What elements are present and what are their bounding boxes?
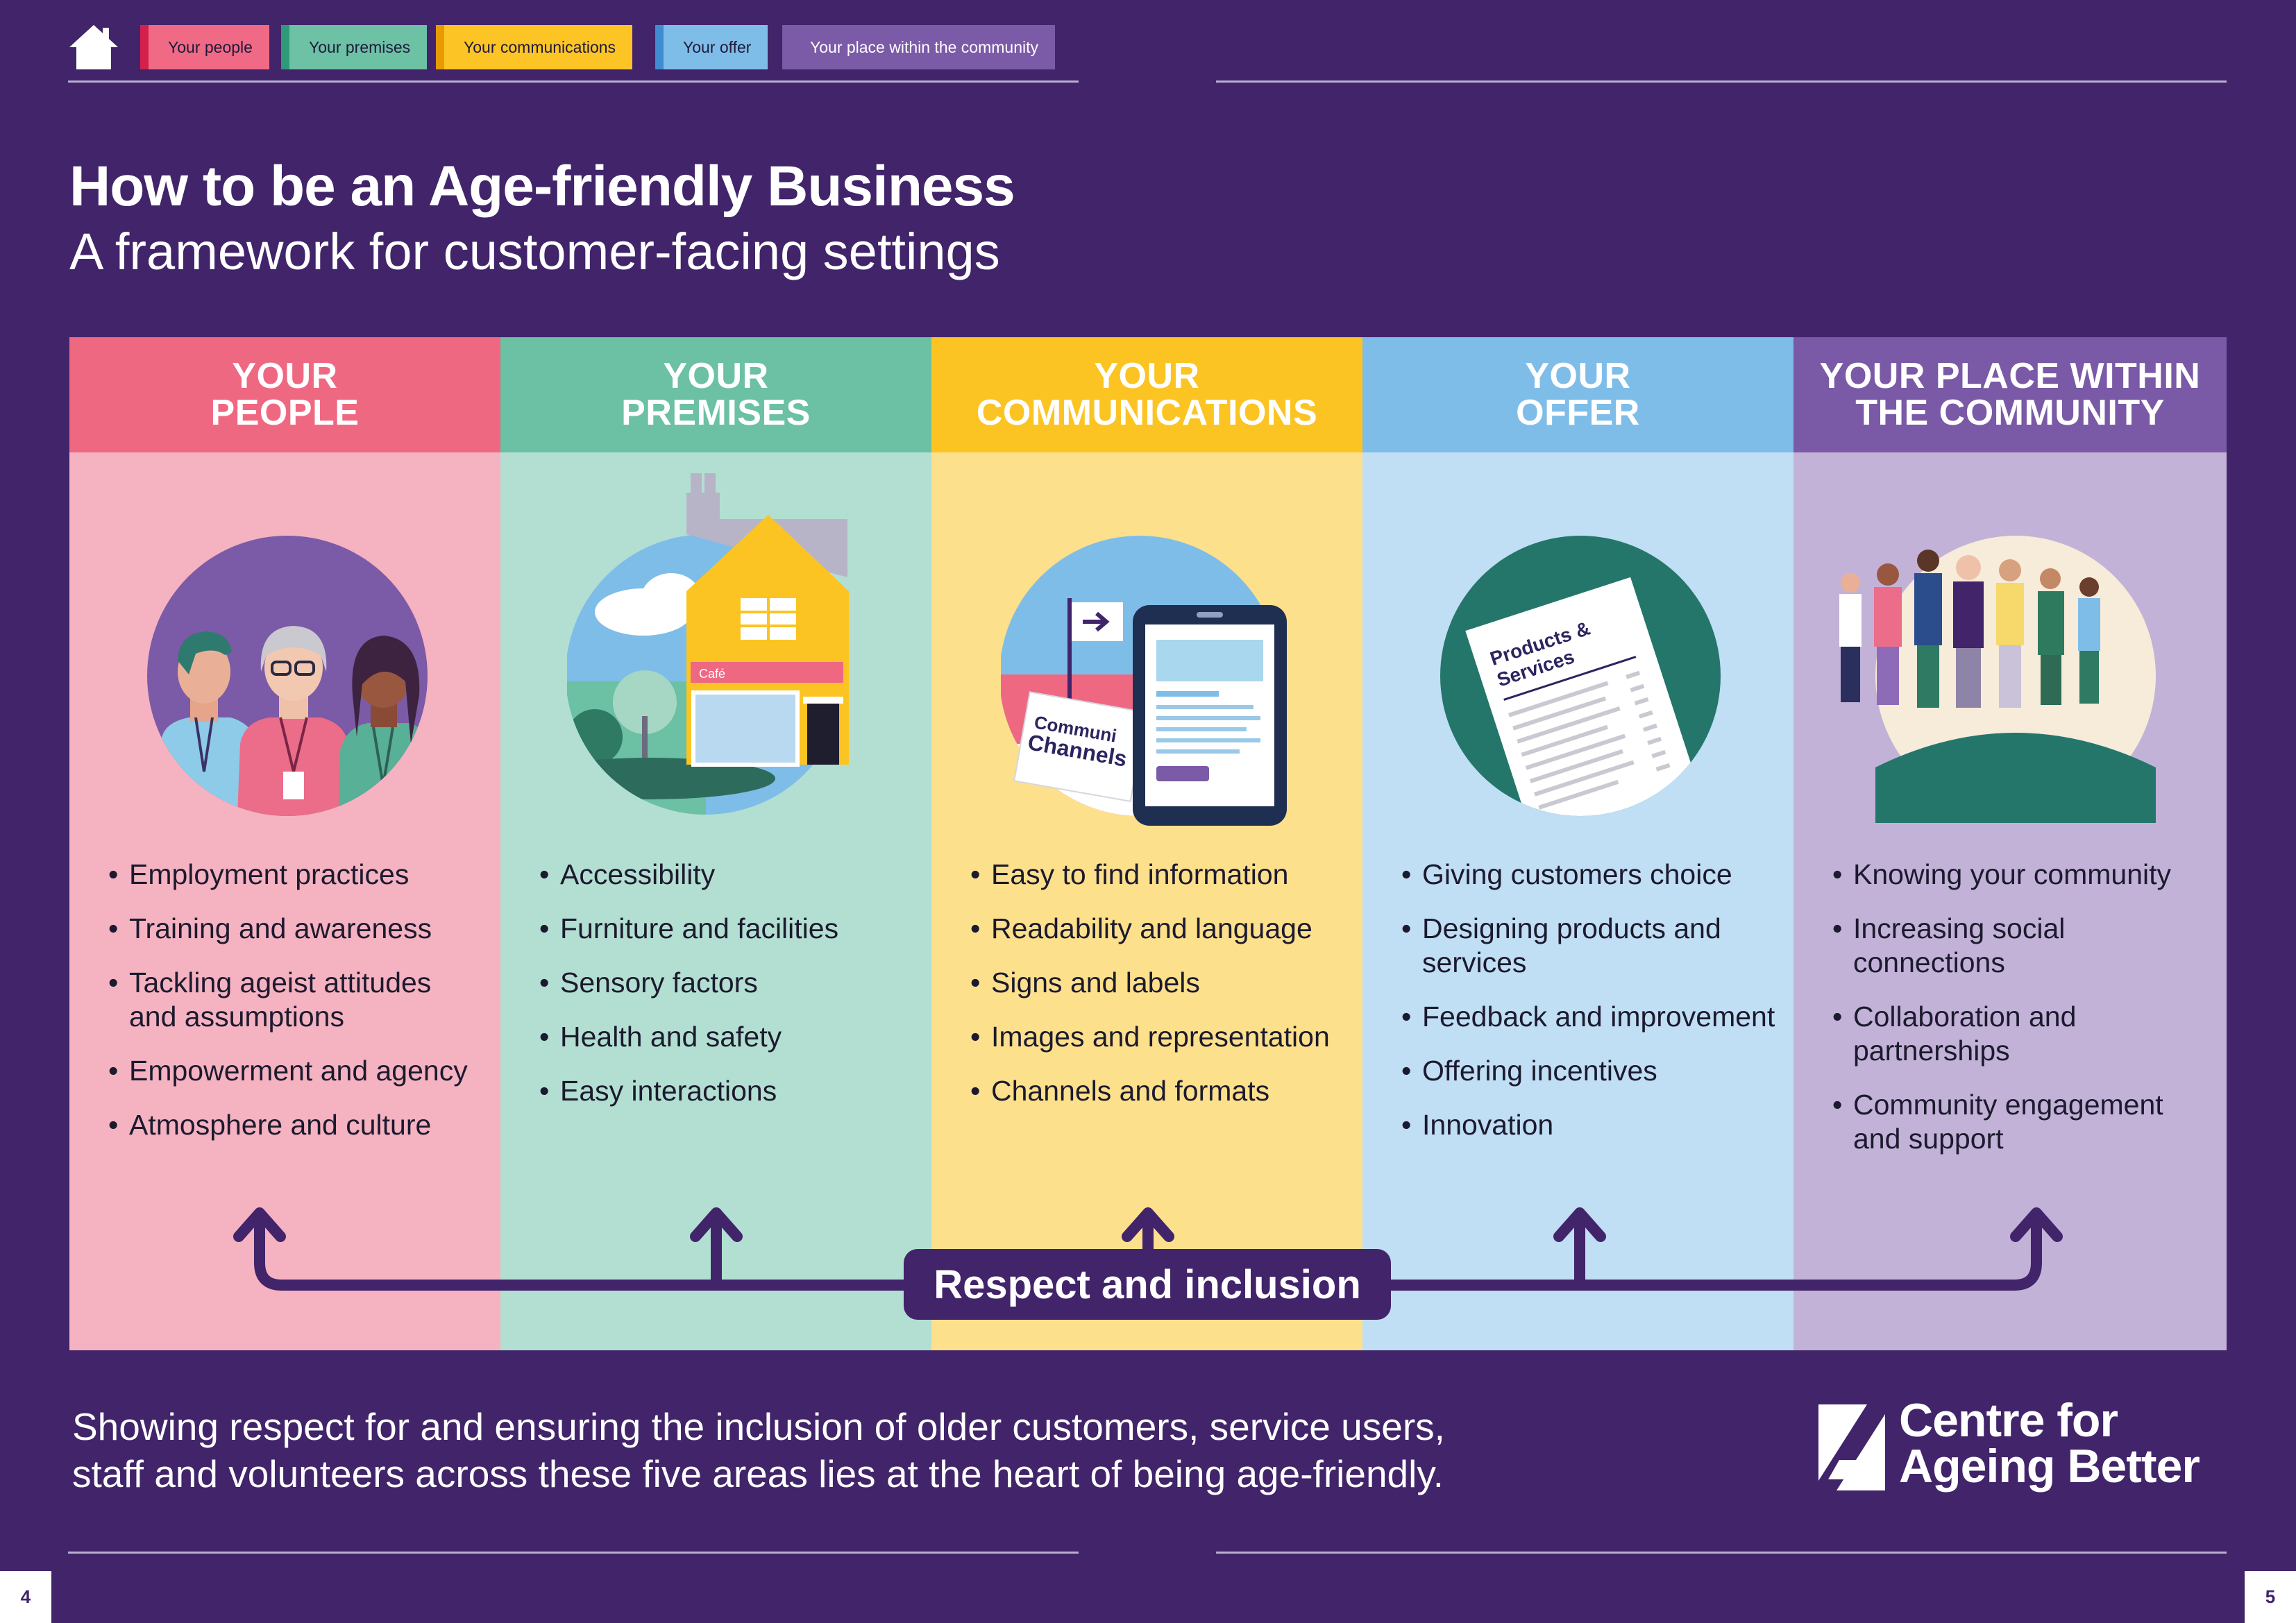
list-item: Sensory factors — [539, 966, 918, 1000]
column-heading: YOUR PLACE WITHIN THE COMMUNITY — [1793, 337, 2227, 452]
page-title: How to be an Age-friendly Business — [69, 155, 1015, 218]
list-item: Offering incentives — [1401, 1054, 1780, 1088]
list-item: Community engagement and support — [1832, 1088, 2213, 1156]
arrow-head-communications — [1122, 1207, 1174, 1242]
column-heading: YOUR PREMISES — [500, 337, 931, 452]
tab-your-people[interactable]: Your people — [140, 25, 269, 69]
list-item: Feedback and improvement — [1401, 1000, 1780, 1034]
list-item: Signs and labels — [970, 966, 1349, 1000]
bottom-rule-left — [68, 1552, 1079, 1554]
page-number-left: 4 — [0, 1571, 51, 1623]
arrow-head-people — [233, 1207, 286, 1242]
column-your-offer: YOUR OFFER Products & Services — [1362, 337, 1793, 1350]
column-your-people: YOUR PEOPLE Employment — [69, 337, 500, 1350]
list-item: Empowerment and agency — [108, 1054, 487, 1088]
list-item: Easy interactions — [539, 1074, 918, 1108]
list-item: Easy to find information — [970, 858, 1349, 892]
column-heading: YOUR COMMUNICATIONS — [931, 337, 1362, 452]
column-your-premises: YOUR PREMISES — [500, 337, 931, 1350]
arrow-head-community — [2010, 1207, 2063, 1242]
list-item: Images and representation — [970, 1020, 1349, 1054]
list-item: Employment practices — [108, 858, 487, 892]
tab-your-place-within-the-community[interactable]: Your place within the community — [782, 25, 1055, 69]
column-items: Employment practices Training and awaren… — [108, 858, 487, 1162]
respect-and-inclusion-label: Respect and inclusion — [904, 1249, 1391, 1320]
bottom-rule-right — [1216, 1552, 2227, 1554]
column-your-communications: YOUR COMMUNICATIONS Communi Channels — [931, 337, 1362, 1350]
list-item: Innovation — [1401, 1108, 1780, 1142]
arrow-head-offer — [1553, 1207, 1606, 1242]
top-rule-left — [68, 80, 1079, 83]
logo-wordmark: Centre for Ageing Better — [1899, 1394, 2200, 1493]
column-items: Giving customers choice Designing produc… — [1401, 858, 1780, 1162]
list-item: Readability and language — [970, 912, 1349, 946]
list-item: Tackling ageist attitudes and assumption… — [108, 966, 487, 1034]
list-item: Channels and formats — [970, 1074, 1349, 1108]
list-item: Health and safety — [539, 1020, 918, 1054]
list-item: Training and awareness — [108, 912, 487, 946]
column-heading: YOUR PEOPLE — [69, 337, 500, 452]
list-item: Furniture and facilities — [539, 912, 918, 946]
arrow-community — [1383, 1210, 2042, 1291]
column-items: Knowing your community Increasing social… — [1832, 858, 2213, 1176]
list-item: Designing products and services — [1401, 912, 1780, 980]
tab-your-premises[interactable]: Your premises — [281, 25, 428, 69]
tab-your-communications[interactable]: Your communications — [436, 25, 633, 69]
top-rule-right — [1216, 80, 2227, 83]
list-item: Knowing your community — [1832, 858, 2213, 892]
column-your-place-within-the-community: YOUR PLACE WITHIN THE COMMUNITY — [1793, 337, 2227, 1350]
community-group-illustration — [1832, 532, 2193, 823]
products-document-illustration: Products & Services — [1440, 536, 1721, 816]
page-subtitle: A framework for customer-facing settings — [69, 223, 1000, 280]
home-button[interactable] — [68, 24, 119, 71]
tablet-channels-illustration: Communi Channels — [1001, 536, 1306, 827]
column-items: Easy to find information Readability and… — [970, 858, 1349, 1128]
list-item: Accessibility — [539, 858, 918, 892]
arrow-people — [254, 1210, 915, 1291]
list-item: Collaboration and partnerships — [1832, 1000, 2213, 1068]
centre-for-ageing-better-logo-icon — [1818, 1404, 1885, 1490]
column-heading: YOUR OFFER — [1362, 337, 1793, 452]
list-item: Atmosphere and culture — [108, 1108, 487, 1142]
list-item: Giving customers choice — [1401, 858, 1780, 892]
page-number-right: 5 — [2245, 1571, 2296, 1623]
footer-text: Showing respect for and ensuring the inc… — [72, 1405, 1445, 1495]
cafe-building-illustration: Café — [566, 473, 872, 820]
tab-your-offer[interactable]: Your offer — [655, 25, 768, 69]
arrow-head-premises — [690, 1207, 743, 1242]
svg-text:Café: Café — [699, 667, 725, 681]
list-item: Increasing social connections — [1832, 912, 2213, 980]
home-icon — [69, 25, 118, 69]
column-items: Accessibility Furniture and facilities S… — [539, 858, 918, 1128]
